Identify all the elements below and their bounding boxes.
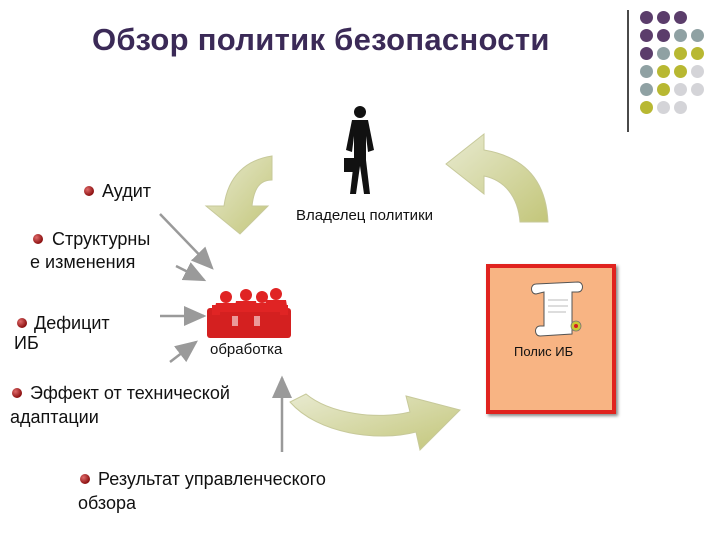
dot — [640, 11, 653, 24]
dot — [657, 83, 670, 96]
input-arrow-technical — [169, 340, 198, 363]
policy-label: Полис ИБ — [514, 344, 574, 359]
input-label: Эффект от технической — [30, 383, 230, 403]
dot — [657, 47, 670, 60]
person-icon — [344, 106, 374, 194]
dot — [640, 29, 653, 42]
input-arrow-audit — [159, 213, 214, 270]
input-label: Дефицит — [34, 313, 110, 333]
input-label: ИБ — [14, 333, 39, 353]
dot — [691, 83, 704, 96]
dot — [691, 47, 704, 60]
dot — [657, 65, 670, 78]
dot — [674, 65, 687, 78]
dot — [657, 29, 670, 42]
dot — [674, 47, 687, 60]
decorative-dot-grid — [640, 11, 712, 119]
processing-label: обработка — [210, 341, 283, 358]
dot — [691, 65, 704, 78]
bullet-icon — [12, 388, 22, 398]
cycle-arrow-top-right — [445, 132, 549, 223]
dot — [640, 47, 653, 60]
dot — [640, 101, 653, 114]
dot — [674, 29, 687, 42]
security-policy-box — [486, 264, 616, 414]
cycle-arrow-bottom — [289, 393, 461, 451]
dot — [640, 65, 653, 78]
input-label: обзора — [78, 493, 137, 513]
dot — [657, 11, 670, 24]
bullet-icon — [84, 186, 94, 196]
bullet-icon — [33, 234, 43, 244]
cycle-arrow-top-left — [204, 155, 273, 235]
bullet-icon — [80, 474, 90, 484]
dot — [657, 101, 670, 114]
input-label: Результат управленческого — [98, 469, 326, 489]
input-arrow-structural — [175, 262, 207, 282]
input-label: е изменения — [30, 252, 136, 272]
dot — [640, 83, 653, 96]
dot — [674, 83, 687, 96]
input-label: Структурны — [52, 229, 151, 249]
dot — [674, 11, 687, 24]
processing-group-icon — [207, 288, 291, 338]
dot — [674, 101, 687, 114]
input-label: Аудит — [102, 181, 152, 201]
policy-owner-label: Владелец политики — [296, 207, 434, 224]
bullet-icon — [17, 318, 27, 328]
dot — [691, 29, 704, 42]
title-divider — [627, 10, 629, 132]
input-label: адаптации — [10, 407, 99, 427]
page-title: Обзор политик безопасности — [92, 22, 550, 57]
